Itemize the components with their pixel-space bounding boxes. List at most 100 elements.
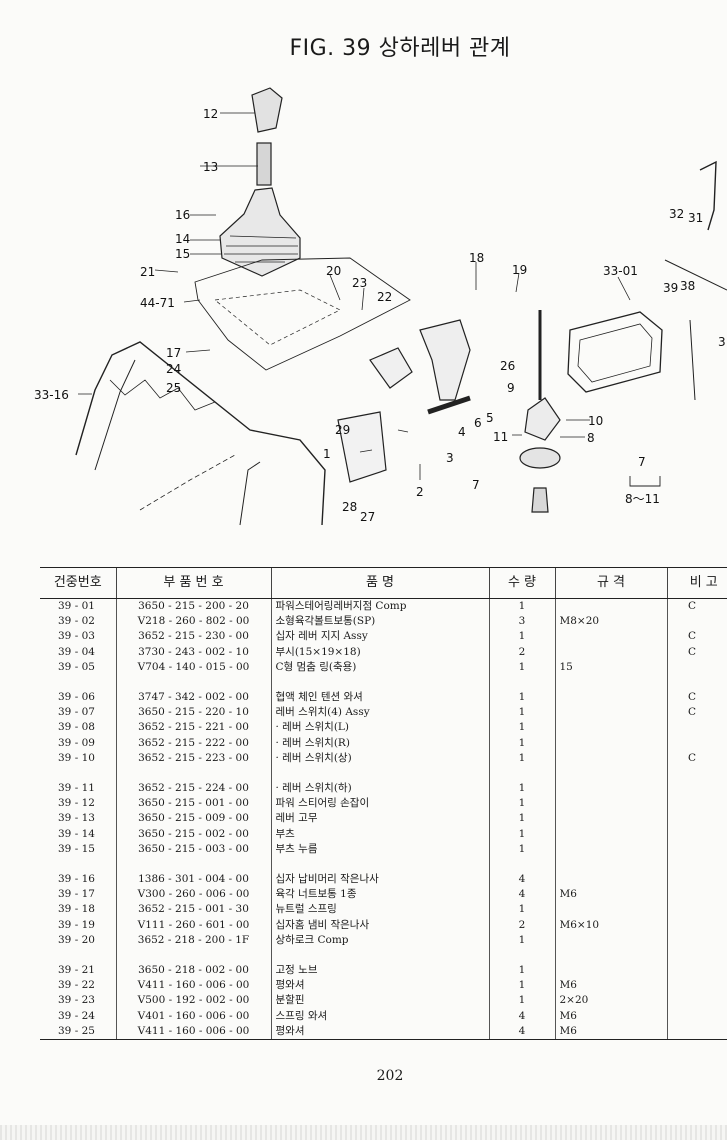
part-name-cell: · 레버 스위치(상) <box>270 750 489 767</box>
callout-7-group: 7 <box>638 455 646 469</box>
spacer-cell <box>666 675 727 691</box>
spec-cell: M6 <box>554 1008 667 1024</box>
ref-no-cell: 39 - 15 <box>58 842 95 855</box>
quantity-cell: 1 <box>488 826 555 842</box>
spec-cell <box>554 598 667 615</box>
parts-list-table: 건중번호 부 품 번 호 품 명 수 량 규 격 비 고 39 - 01 3650… <box>40 567 727 1041</box>
callout-8: 8 <box>587 431 595 445</box>
spacer-cell <box>115 857 271 873</box>
ref-no-cell: 39 - 01 <box>58 600 95 612</box>
callout-5: 5 <box>486 411 494 425</box>
quantity-cell: 1 <box>488 811 555 827</box>
quantity-cell: 1 <box>488 796 555 812</box>
ref-no-cell: 39 - 05 <box>58 660 95 673</box>
ref-no-cell: 39 - 23 <box>58 994 95 1007</box>
part-no-cell: 3650 - 218 - 002 - 00 <box>115 963 271 979</box>
spacer-cell <box>40 948 116 963</box>
note-cell <box>666 614 727 630</box>
note-cell <box>666 735 727 751</box>
spacer-cell <box>40 857 116 872</box>
spec-cell: M6 <box>554 978 667 994</box>
callout-33-01: 33-01 <box>603 264 638 278</box>
header-spec: 규 격 <box>554 567 667 599</box>
quantity-cell: 1 <box>488 841 555 858</box>
part-name-cell: 부시(15×19×18) <box>270 644 489 660</box>
quantity-cell: 1 <box>488 978 555 994</box>
callout-13: 13 <box>203 160 218 174</box>
part-no-cell: V411 - 160 - 006 - 00 <box>115 978 271 994</box>
ref-no-cell: 39 - 08 <box>58 721 95 734</box>
part-no-cell: 3650 - 215 - 200 - 20 <box>115 598 271 615</box>
part-name-cell: 레버 고무 <box>270 811 489 827</box>
callout-39: 39 <box>663 281 678 295</box>
spec-cell: M6×10 <box>554 917 667 933</box>
part-name-cell: 뉴트럴 스프링 <box>270 902 489 918</box>
spec-cell <box>554 781 667 797</box>
part-name-cell: 레버 스위치(4) Assy <box>270 705 489 721</box>
spacer-cell <box>40 675 116 690</box>
spec-cell: M6 <box>554 887 667 903</box>
note-cell: C <box>666 644 727 660</box>
note-cell <box>666 826 727 842</box>
callout-3: 3 <box>446 451 454 465</box>
spacer-cell <box>115 948 271 964</box>
part-no-cell: V704 - 140 - 015 - 00 <box>115 659 271 676</box>
part-name-cell: 부츠 <box>270 826 489 842</box>
quantity-cell: 1 <box>488 963 555 979</box>
part-no-cell: 3730 - 243 - 002 - 10 <box>115 644 271 660</box>
note-cell: C <box>666 629 727 645</box>
callout-20: 20 <box>326 264 341 278</box>
spec-cell <box>554 811 667 827</box>
callout-32: 32 <box>669 207 684 221</box>
callout-18: 18 <box>469 251 484 265</box>
spacer-cell <box>488 675 555 691</box>
scan-edge <box>0 1125 727 1140</box>
spacer-cell <box>666 766 727 782</box>
ref-no-cell: 39 - 03 <box>58 630 95 643</box>
quantity-cell: 1 <box>488 781 555 797</box>
part-no-cell: 3652 - 215 - 223 - 00 <box>115 750 271 767</box>
spacer-cell <box>40 766 116 781</box>
header-part-no: 부 품 번 호 <box>115 567 271 599</box>
ref-no-cell: 39 - 21 <box>58 964 95 977</box>
callout-3-right: 3 <box>718 335 726 349</box>
quantity-cell: 1 <box>488 750 555 767</box>
callout-12: 12 <box>203 107 218 121</box>
callout-4: 4 <box>458 425 466 439</box>
note-cell <box>666 1023 727 1041</box>
callout-16: 16 <box>175 208 190 222</box>
spacer-cell <box>554 766 667 782</box>
table-header-row: 건중번호 부 품 번 호 품 명 수 량 규 격 비 고 <box>40 567 727 599</box>
ref-no-cell: 39 - 16 <box>58 873 95 886</box>
part-name-cell: 상하로크 Comp <box>270 932 489 949</box>
part-name-cell: 파워스테어링레버지점 Comp <box>270 598 489 615</box>
quantity-cell: 1 <box>488 659 555 676</box>
part-no-cell: V411 - 160 - 006 - 00 <box>115 1023 271 1041</box>
spacer-cell <box>554 948 667 964</box>
spec-cell <box>554 963 667 979</box>
spacer-cell <box>115 766 271 782</box>
spec-cell <box>554 796 667 812</box>
spec-cell <box>554 690 667 706</box>
callout-26: 26 <box>500 359 515 373</box>
part-no-cell: V500 - 192 - 002 - 00 <box>115 993 271 1009</box>
callout-6: 6 <box>474 416 482 430</box>
part-no-cell: 3747 - 342 - 002 - 00 <box>115 690 271 706</box>
part-name-cell: 고정 노브 <box>270 963 489 979</box>
note-cell <box>666 781 727 797</box>
callout-23: 23 <box>352 276 367 290</box>
callout-24: 24 <box>166 362 181 376</box>
